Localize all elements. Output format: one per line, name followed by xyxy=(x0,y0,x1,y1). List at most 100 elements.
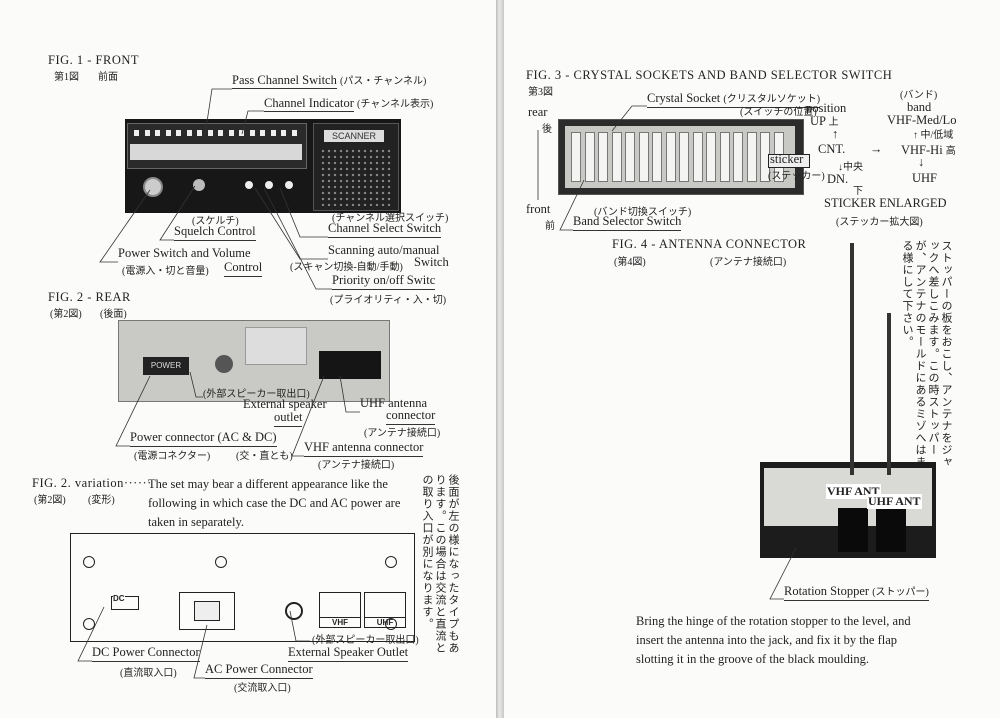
squelch-label: Squelch Control xyxy=(174,224,256,241)
rear-variation-drawing: DC VHF UHF xyxy=(70,533,415,642)
ac-socket xyxy=(179,592,235,630)
fig4-text: Bring the hinge of the rotation stopper … xyxy=(636,612,936,669)
channel-switch xyxy=(197,130,202,136)
center-jp: ↓中央 xyxy=(838,158,863,173)
speaker-holes xyxy=(320,148,392,206)
speaker-grille: SCANNER xyxy=(313,123,399,211)
uhf-antenna-rod xyxy=(887,313,891,475)
rear-label: rear xyxy=(528,105,547,120)
channel-panel xyxy=(127,123,307,169)
ext-jp: (外部スピーカー取出口) xyxy=(312,631,419,646)
arrow-right: → xyxy=(870,142,883,157)
crystal-socket xyxy=(652,132,662,182)
fig1-title-jp: 第1図 xyxy=(54,68,79,83)
socket-board xyxy=(565,126,795,188)
crystal-sockets-photo xyxy=(558,119,804,195)
channel-switch xyxy=(187,130,192,136)
fig4-subtitle-jp: (アンテナ接続口) xyxy=(710,253,786,268)
fig2v-text: The set may bear a different appearance … xyxy=(148,475,406,532)
fig4-vertical-jp: ストッパーの板をおこし、アンテナをジャックへ差しこみます。この時ストッパーが、ア… xyxy=(900,240,952,468)
switch-label: Switch xyxy=(414,255,449,270)
channel-switch xyxy=(176,130,181,136)
squelch-knob xyxy=(193,179,205,191)
power-volume-label: Power Switch and Volume xyxy=(118,246,251,261)
crystal-socket xyxy=(571,132,581,182)
power-volume-jp: (電源入・切と音量) xyxy=(122,262,209,277)
ac-power-label: AC Power Connector xyxy=(205,662,313,679)
book-gutter xyxy=(496,0,504,718)
band-selector-label: Band Selector Switch xyxy=(573,214,681,231)
pass-channel-label: Pass Channel Switch (パス・チャンネル) xyxy=(232,72,426,88)
button-1 xyxy=(245,181,253,189)
front-label: front xyxy=(526,202,550,217)
fig4-title-jp: (第4図) xyxy=(614,253,646,268)
crystal-socket xyxy=(598,132,608,182)
channel-switch xyxy=(166,130,171,136)
ac-dc-jp: (交・直とも) xyxy=(236,447,293,462)
power-socket: POWER xyxy=(143,357,189,375)
arrow-up: ↑ xyxy=(832,127,838,142)
arrow-down: ↓ xyxy=(918,155,924,170)
dn-label: DN. xyxy=(827,172,848,187)
channel-switch xyxy=(145,130,150,136)
power-connector-jp: (電源コネクター) xyxy=(134,447,210,462)
rotation-stopper-label: Rotation Stopper (ストッパー) xyxy=(784,583,929,601)
channel-switch xyxy=(155,130,160,136)
connector-label: connector xyxy=(386,408,435,425)
channel-switch xyxy=(208,130,213,136)
priority-label: Priority on/off Switc xyxy=(332,273,435,290)
ext-speaker-outlet-label: External Speaker Outlet xyxy=(288,645,408,662)
down-jp: 下 xyxy=(853,182,863,197)
uhf-ant-label: UHF ANT xyxy=(867,494,922,509)
crystal-socket xyxy=(706,132,716,182)
channel-strip xyxy=(130,144,302,160)
band-jp: (バンド) xyxy=(900,86,937,101)
fig4-title: FIG. 4 - ANTENNA CONNECTOR xyxy=(612,237,806,252)
antenna-photo xyxy=(760,462,936,558)
crystal-socket xyxy=(693,132,703,182)
cnt-label: CNT. xyxy=(818,142,845,157)
med-lo-jp: ↑ 中/低域 xyxy=(913,126,953,141)
fig2v-title: FIG. 2. variation······ xyxy=(32,476,152,491)
fig2v-vertical-jp: 後面が左の様になったタイプもあります。この場合は交流と直流との取り入口が別になり… xyxy=(420,474,459,654)
channel-indicator-label: Channel Indicator (チャンネル表示) xyxy=(264,95,433,111)
vhf-antenna-jp: (アンテナ接続口) xyxy=(318,456,394,471)
fig2v-title-jp: (第2図) xyxy=(34,491,66,506)
ac-jp: (交流取入口) xyxy=(234,679,291,694)
rear-jp: 後 xyxy=(542,120,552,135)
crystal-socket xyxy=(625,132,635,182)
sticker-enlarged-label: STICKER ENLARGED xyxy=(824,196,947,211)
power-connector-label: Power connector (AC & DC) xyxy=(130,430,277,447)
channel-switch xyxy=(250,130,255,136)
uhf-jack: UHF xyxy=(364,592,406,628)
channel-switch xyxy=(229,130,234,136)
fig3-title: FIG. 3 - CRYSTAL SOCKETS AND BAND SELECT… xyxy=(526,68,892,83)
vhf-jack-photo xyxy=(838,508,868,552)
antenna-jacks xyxy=(319,351,381,379)
screw xyxy=(385,556,397,568)
vhf-jack: VHF xyxy=(319,592,361,628)
crystal-socket xyxy=(720,132,730,182)
fig2-title-jp: (第2図) xyxy=(50,305,82,320)
front-jp: 前 xyxy=(545,217,555,232)
crystal-socket xyxy=(585,132,595,182)
fig1-subtitle-jp: 前面 xyxy=(98,68,118,83)
fig3-title-jp: 第3図 xyxy=(528,83,553,98)
fig2-title: FIG. 2 - REAR xyxy=(48,290,131,305)
button-2 xyxy=(265,181,273,189)
sticker-enlarged-jp: (ステッカー拡大図) xyxy=(836,213,923,228)
fig2-subtitle-jp: (後面) xyxy=(100,305,127,320)
channel-select-label: Channel Select Switch xyxy=(328,221,441,238)
channel-switch xyxy=(292,130,297,136)
uhf-antenna-jp: (アンテナ接続口) xyxy=(364,424,440,439)
channel-switch xyxy=(271,130,276,136)
dc-jp: (直流取入口) xyxy=(120,664,177,679)
vhf-antenna-label: VHF antenna connector xyxy=(304,440,423,457)
vhf-hi-label: VHF-Hi 高 xyxy=(901,142,956,158)
crystal-socket xyxy=(612,132,622,182)
screw xyxy=(83,556,95,568)
outlet-label: outlet xyxy=(274,410,302,427)
channel-switch xyxy=(218,130,223,136)
rear-info-label xyxy=(245,327,307,365)
fig1-title: FIG. 1 - FRONT xyxy=(48,53,139,68)
